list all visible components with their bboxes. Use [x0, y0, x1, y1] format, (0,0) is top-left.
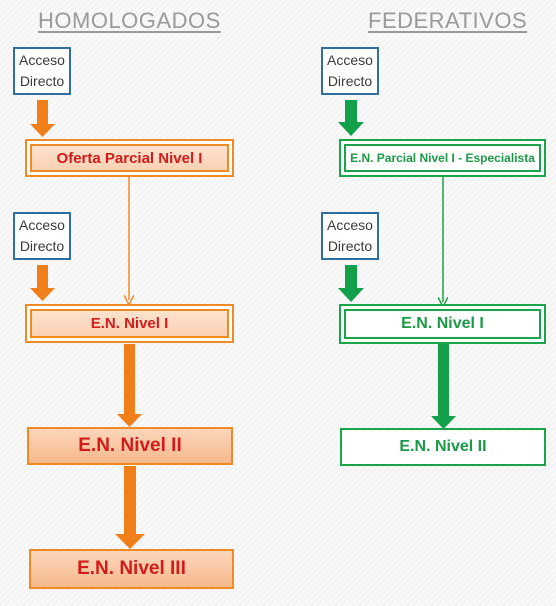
federativos-title: FEDERATIVOS	[368, 8, 528, 33]
box-label: E.N. Nivel II	[399, 438, 487, 455]
arrow-access2-to-nivel1	[30, 265, 55, 301]
box-fed-en-nivel-2: E.N. Nivel II	[340, 428, 546, 466]
homologados-title: HOMOLOGADOS	[38, 8, 221, 33]
arrow-fed-access1-to-parcial	[338, 100, 364, 136]
access-label-line2: Directo	[19, 73, 65, 89]
box-en-parcial-nivel-1-especialista: E.N. Parcial Nivel I - Especialista	[339, 139, 546, 177]
arrow-fed-access2-to-nivel1	[338, 265, 364, 302]
arrow-access1-to-oferta	[30, 100, 55, 137]
access-label-line1: Acceso	[327, 217, 373, 233]
arrow-nivel1-to-nivel2	[117, 344, 142, 427]
arrow-nivel2-to-nivel3	[115, 466, 145, 549]
box-label: E.N. Nivel I	[401, 315, 484, 332]
box-label: E.N. Nivel III	[77, 558, 186, 579]
box-en-nivel-3: E.N. Nivel III	[29, 549, 234, 589]
box-en-nivel-2: E.N. Nivel II	[27, 427, 233, 465]
box-label: E.N. Nivel I	[90, 315, 169, 332]
access-label-line2: Directo	[327, 238, 373, 254]
homologados-acceso-directo-2: Acceso Directo	[13, 212, 71, 260]
federativos-acceso-directo-1: Acceso Directo	[321, 47, 379, 95]
box-label: Oferta Parcial Nivel I	[56, 149, 203, 167]
box-en-nivel-1: E.N. Nivel I	[25, 304, 234, 343]
access-label-line1: Acceso	[19, 217, 65, 233]
homologados-acceso-directo-1: Acceso Directo	[13, 47, 71, 95]
arrow-fed-nivel1-to-nivel2	[431, 344, 456, 429]
access-label-line2: Directo	[327, 73, 373, 89]
box-label: E.N. Nivel II	[78, 435, 182, 456]
access-label-line2: Directo	[19, 238, 65, 254]
federativos-acceso-directo-2: Acceso Directo	[321, 212, 379, 260]
box-oferta-parcial-nivel-1: Oferta Parcial Nivel I	[25, 139, 234, 177]
access-label-line1: Acceso	[19, 52, 65, 68]
box-fed-en-nivel-1: E.N. Nivel I	[339, 304, 546, 344]
access-label-line1: Acceso	[327, 52, 373, 68]
box-label: E.N. Parcial Nivel I - Especialista	[350, 151, 535, 165]
